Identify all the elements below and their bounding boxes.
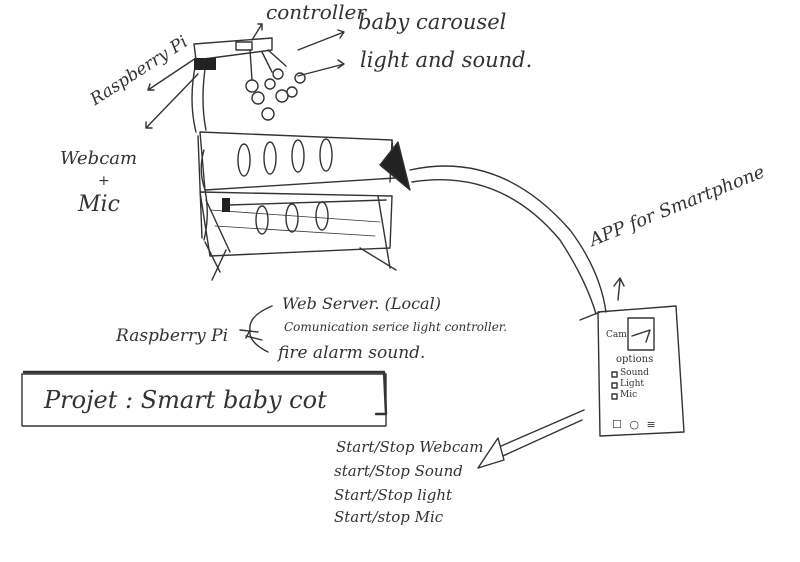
project-title: Projet : Smart baby cot	[44, 386, 327, 414]
mic-label: Mic	[78, 192, 120, 217]
phone-cam-label: Cam	[606, 330, 627, 340]
phone-option-light: Light	[620, 379, 645, 389]
baby-cot-drawing	[197, 131, 411, 281]
fire-alarm-sound-label: fire alarm sound.	[278, 343, 426, 363]
smartphone-drawing	[597, 277, 685, 437]
light-and-sound-label: light and sound.	[360, 48, 533, 72]
webcam-label: Webcam	[60, 148, 138, 169]
command-light: Start/Stop light	[334, 486, 453, 504]
phone-options-label: options	[616, 354, 654, 365]
plus-label: +	[98, 173, 110, 189]
command-sound: start/Stop Sound	[334, 462, 463, 480]
command-mic: Start/stop Mic	[334, 508, 444, 526]
web-server-label: Web Server. (Local)	[282, 294, 441, 313]
communication-service-label: Comunication serice light controller.	[284, 320, 508, 334]
annotation-arrows	[145, 23, 345, 129]
controller-label: controller	[266, 0, 366, 24]
phone-option-sound: Sound	[620, 368, 649, 378]
baby-carousel-label: baby carousel	[358, 10, 507, 34]
raspberry-pi-label: Raspberry Pi	[116, 326, 229, 346]
command-webcam: Start/Stop Webcam	[336, 438, 484, 456]
phone-option-mic: Mic	[620, 390, 638, 400]
brace-drawing	[239, 305, 273, 353]
carousel-drawing	[191, 37, 306, 133]
phone-buttons: ☐ ○ ≡	[612, 418, 658, 431]
wireless-link	[409, 165, 607, 469]
